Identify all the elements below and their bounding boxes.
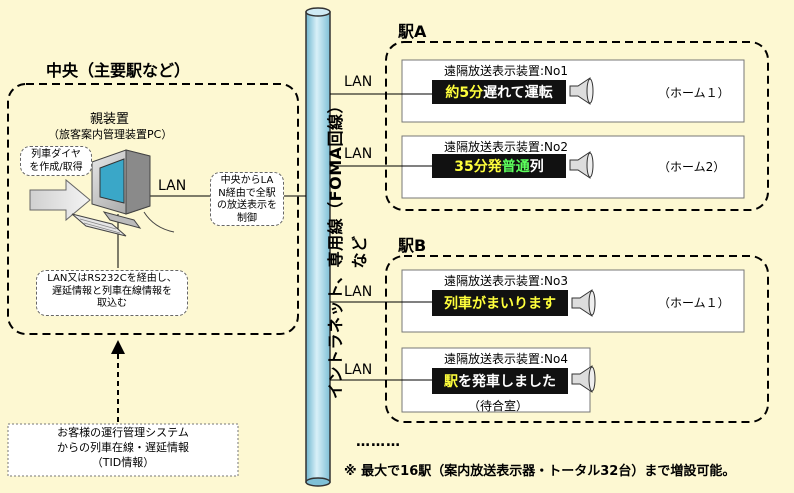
right-arrow-icon xyxy=(29,178,91,222)
display-text-segment: 普通 xyxy=(501,159,530,175)
parent-title: 親装置 xyxy=(90,112,130,127)
device-title-1: 遠隔放送表示装置:No1 xyxy=(444,64,568,78)
control-note-line: N経由で全駅 xyxy=(218,187,276,199)
footer-ellipsis: ……… xyxy=(356,434,401,450)
customer-system-box xyxy=(7,423,239,477)
speaker-icon xyxy=(569,151,594,179)
lan-label-3: LAN xyxy=(344,284,373,300)
control-note: 中央からLA N経由で全駅 の放送表示を 制御 xyxy=(210,172,284,226)
device-title-3: 遠隔放送表示装置:No3 xyxy=(444,274,568,288)
display-text-segment: 約5分 xyxy=(445,85,484,101)
device-location-3: （ホーム１） xyxy=(658,296,730,310)
lan-label-2: LAN xyxy=(344,146,373,162)
speaker-icon xyxy=(569,77,594,105)
speaker-icon xyxy=(571,365,596,393)
central-lan-label: LAN xyxy=(158,178,187,194)
display-screen-2: 35分発普通列 xyxy=(432,154,566,178)
interface-note-line: LAN又はRS232Cを経由し、 xyxy=(47,273,177,284)
computer-icon xyxy=(71,149,175,237)
footer-note: ※ 最大で16駅（案内放送表示器・トータル32台）まで増設可能。 xyxy=(344,464,736,479)
device-location-2: （ホーム2） xyxy=(658,160,726,174)
timetable-note-line: 列車ダイヤ xyxy=(31,149,81,160)
display-text-segment: 列 xyxy=(529,159,544,175)
display-screen-1: 約5分遅れて運転 xyxy=(432,80,566,104)
device-location-4: （待合室） xyxy=(468,399,529,413)
device-title-2: 遠隔放送表示装置:No2 xyxy=(444,140,568,154)
interface-note-line: 取込む xyxy=(97,298,127,309)
control-note-line: の放送表示を xyxy=(217,200,277,211)
speaker-icon xyxy=(571,289,596,317)
timetable-note: 列車ダイヤ を作成/取得 xyxy=(20,146,92,176)
timetable-note-line: を作成/取得 xyxy=(29,161,83,173)
device-location-1: （ホーム１） xyxy=(658,86,730,100)
display-text-segment: 35分発 xyxy=(454,159,502,175)
control-note-line: 制御 xyxy=(237,212,257,224)
display-text-segment: 駅 xyxy=(444,374,458,390)
central-title: 中央（主要駅など） xyxy=(46,61,191,80)
station-b-border xyxy=(385,255,769,423)
station-a-border xyxy=(385,41,769,211)
display-screen-4: 駅を発車しました xyxy=(432,368,568,394)
lan-label-1: LAN xyxy=(344,74,373,90)
parent-subtitle: （旅客案内管理装置PC） xyxy=(48,128,173,141)
display-screen-3: 列車がまいります xyxy=(432,290,568,316)
lan-label-4: LAN xyxy=(344,362,373,378)
display-text-segment: 遅れて運転 xyxy=(483,85,553,101)
device-title-4: 遠隔放送表示装置:No4 xyxy=(444,352,568,366)
station-b-name: 駅B xyxy=(398,236,427,255)
central-region-border xyxy=(7,83,299,335)
network-pipe xyxy=(305,7,331,487)
station-a-name: 駅A xyxy=(398,22,427,41)
customer-system-text: お客様の運行管理システム からの列車在線・遅延情報 （TID情報） xyxy=(8,426,238,471)
control-note-line: 中央からLA xyxy=(220,175,274,186)
interface-note: LAN又はRS232Cを経由し、 遅延情報と列車在線情報を 取込む xyxy=(36,270,188,316)
display-text-segment: を発車しました xyxy=(458,374,556,390)
interface-note-line: 遅延情報と列車在線情報を xyxy=(52,285,172,297)
customer-system-line: からの列車在線・遅延情報 xyxy=(57,440,189,454)
customer-system-line: （TID情報） xyxy=(91,455,155,469)
customer-system-line: お客様の運行管理システム xyxy=(57,426,189,439)
tid-arrow-head xyxy=(111,340,125,354)
display-text-segment: 列車がまいります xyxy=(444,296,556,312)
